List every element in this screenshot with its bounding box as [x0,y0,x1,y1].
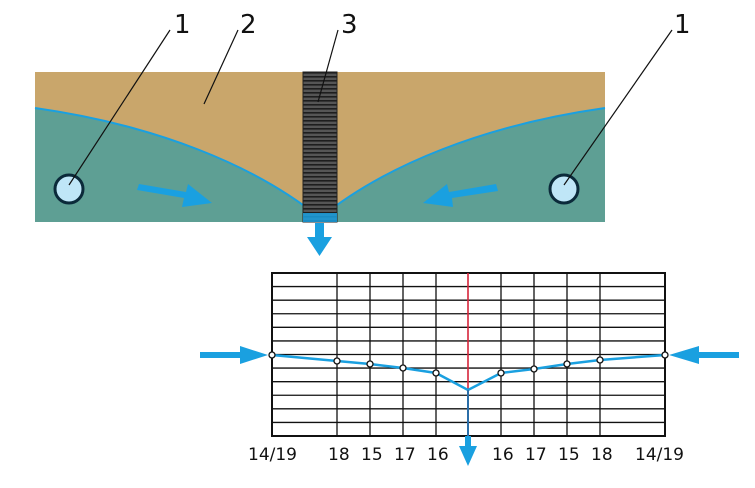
callout-label-right-well: 1 [674,10,691,40]
callout-label-center-well: 3 [341,10,358,40]
label-r3: 15 [558,445,580,465]
left-well-circle-icon [53,173,85,205]
curve-point [530,365,538,373]
label-l4: 18 [328,445,350,465]
curve-point [268,351,276,359]
label-left-end: 14/19 [248,445,297,465]
cross-section: 1 2 3 1 [34,10,691,256]
label-r2: 17 [525,445,547,465]
curve-point [596,356,604,364]
curve-point [563,360,571,368]
measurement-grid: 14/19 18 15 17 16 16 17 15 18 14/19 [200,272,739,466]
flow-right-arrow-icon [137,184,212,207]
inflow-right-arrow-icon [669,346,739,364]
right-well-circle-icon [548,173,580,205]
label-r1: 16 [492,445,514,465]
callout-line-right-well [563,29,673,186]
label-l2: 17 [394,445,416,465]
curve-point [497,369,505,377]
center-down-arrow-icon [459,436,477,466]
curve-points [268,351,669,377]
callout-line-center-well [317,29,339,103]
label-right-end: 14/19 [635,445,684,465]
inflow-left-arrow-icon [200,346,268,364]
label-r4: 18 [591,445,613,465]
curve-point [661,351,669,359]
curve-point [432,369,440,377]
callout-label-left-well: 1 [174,10,191,40]
label-l3: 15 [361,445,383,465]
down-outflow-arrow-icon [307,223,332,256]
curve-point [366,360,374,368]
flow-left-arrow-icon [423,184,498,207]
center-well-bottom [303,213,337,222]
curve-point [399,364,407,372]
callout-line-left-well [68,29,171,186]
curve-point [333,357,341,365]
callout-line-soil [203,29,239,105]
callout-label-soil: 2 [240,10,257,40]
label-l1: 16 [427,445,449,465]
